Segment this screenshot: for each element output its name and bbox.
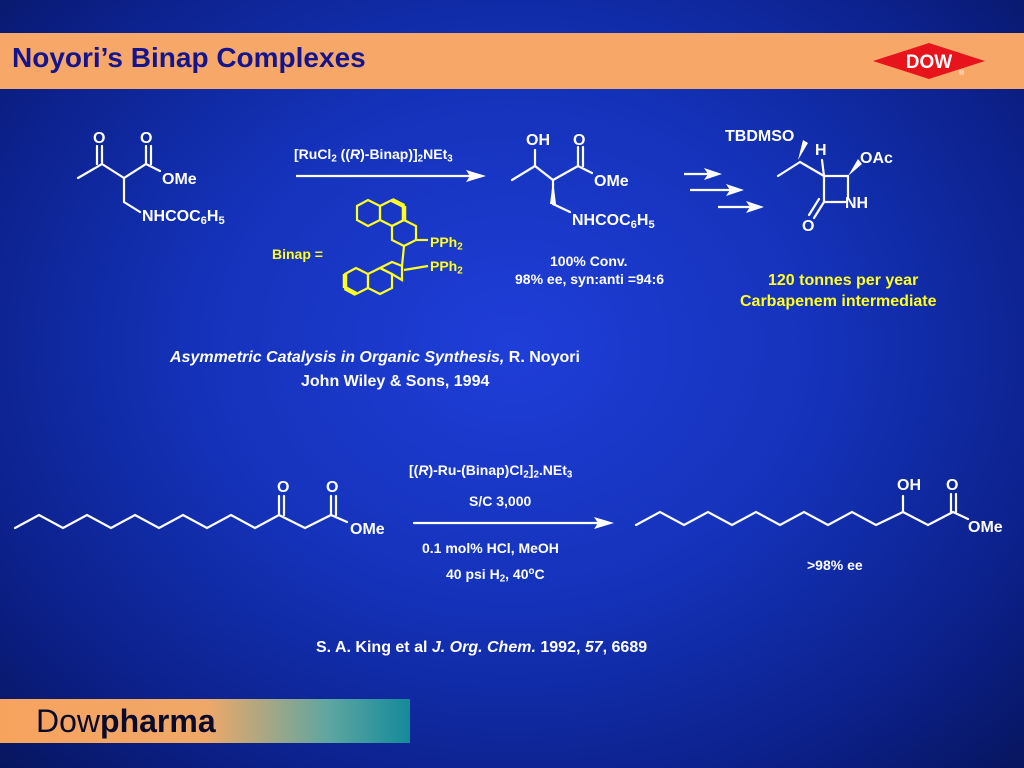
production-volume: 120 tonnes per year (768, 272, 919, 289)
carbapenem-intermediate: Carbapenem intermediate (740, 293, 937, 310)
binap-structure (343, 198, 429, 296)
starting-material-2 (13, 494, 349, 530)
conversion: 100% Conv. (550, 253, 628, 269)
sm1-amide: NHCOC6H5 (142, 208, 225, 227)
p2-oh: OH (897, 477, 921, 494)
reaction2-reagent: [(R)-Ru-(Binap)Cl2]2.NEt3 (409, 462, 573, 481)
selectivity: 98% ee, syn:anti =94:6 (515, 271, 665, 287)
arrow-head-icon (594, 517, 614, 529)
beta-tbdmso: TBDMSO (725, 128, 795, 145)
dow-logo-text: DOW (906, 52, 953, 73)
starting-material-1 (76, 144, 162, 214)
conditions-line2: 40 psi H2, 40oC (446, 566, 545, 585)
sm1-o1: O (93, 130, 106, 147)
sm2-o1: O (277, 479, 290, 496)
arrow-head-icon (726, 184, 744, 196)
beta-oac: OAc (860, 150, 893, 167)
sc-ratio: S/C 3,000 (469, 493, 532, 509)
ee-value: >98% ee (807, 557, 863, 573)
product-2 (634, 492, 970, 527)
beta-h: H (815, 142, 827, 159)
binap-label: Binap = (272, 246, 323, 262)
reference1-line1: Asymmetric Catalysis in Organic Synthesi… (170, 349, 580, 366)
p2-o: O (946, 477, 959, 494)
page-title: Noyori’s Binap Complexes (12, 42, 366, 73)
pph2-label-2: PPh2 (430, 258, 463, 277)
beta-lactam (776, 158, 850, 220)
reference2: S. A. King et al J. Org. Chem. 1992, 57,… (316, 639, 648, 656)
beta-o: O (802, 218, 815, 235)
arrow-head-icon (704, 168, 722, 180)
dowpharma-logo: Dowpharma (36, 703, 216, 739)
wedge-bond (550, 180, 556, 204)
p1-amide: NHCOC6H5 (572, 212, 655, 231)
title-bar: Noyori’s Binap Complexes DOW ® (0, 33, 1024, 89)
dow-diamond-icon (873, 43, 985, 79)
wedge-bond (798, 140, 808, 160)
sm1-o2: O (140, 130, 153, 147)
sm1-ome: OMe (162, 171, 197, 188)
p1-oh: OH (526, 132, 550, 149)
arrow-head-icon (466, 170, 486, 182)
wedge-bond (848, 159, 862, 176)
brand-bar: Dowpharma (0, 699, 410, 743)
p2-ome: OMe (968, 519, 1003, 536)
pph2-label-1: PPh2 (430, 234, 463, 253)
multistep-arrows (684, 172, 750, 209)
arrow-head-icon (746, 201, 764, 213)
dow-logo: DOW ® (873, 43, 985, 79)
beta-nh: NH (845, 195, 869, 212)
conditions-line1: 0.1 mol% HCl, MeOH (422, 540, 559, 556)
reference1-line2: John Wiley & Sons, 1994 (301, 373, 490, 390)
p1-ome: OMe (594, 173, 629, 190)
p1-o: O (573, 132, 586, 149)
sm2-o2: O (326, 479, 339, 496)
sm2-ome: OMe (350, 521, 385, 538)
reaction1-reagent: [RuCl2 ((R)-Binap)]2NEt3 (294, 146, 453, 165)
dow-registered-mark: ® (959, 69, 965, 77)
